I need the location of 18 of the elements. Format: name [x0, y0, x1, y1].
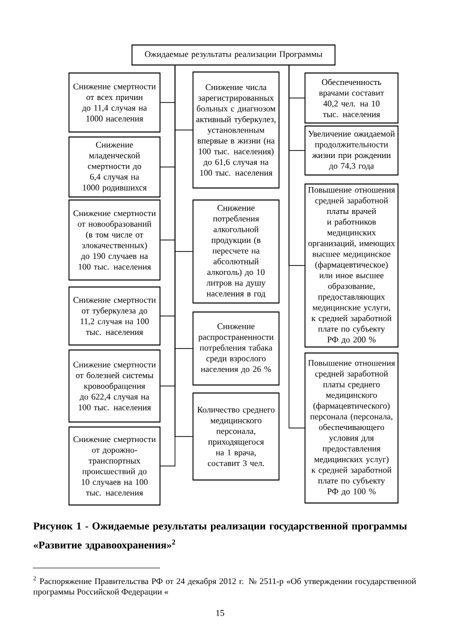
result-box: Снижение смертности от болезней системы кровообращения до 622,4 случая на 100 тыс. населения	[68, 350, 160, 422]
result-box: Снижение распространенности потребления табака среди взрослого населения до 26 %	[192, 312, 280, 386]
result-box: Снижение смертности от туберкулеза до 11,2 случая на 100 тыс. населения	[68, 286, 160, 346]
result-box: Повышение отношения средней заработной платы врачей и работников медицинских организаций, имеющих высшее медицинское (фармацевтическое) или иное высшее образование, предоставляющих медицинские услуги, к средней заработной плате по субъекту РФ до 200 %	[304, 184, 398, 348]
result-box: Снижение смертности от новообразований (в том числе от злокачественных) до 190 случаев на 100 тыс. населения	[68, 200, 160, 280]
result-box: Количество среднего медицинского персонала, приходящегося на 1 врача, составит 3 чел.	[192, 392, 280, 480]
page-number: 15	[216, 610, 224, 616]
result-box: Снижение числа зарегистрированных больных с диагнозом активный туберкулез, установленным впервые в жизни (на 100 тыс. населения) до 61,6 случая на 100 тыс. населения	[192, 72, 280, 188]
title-box: Ожидаемые результаты реализации Программы	[132, 44, 336, 66]
result-box: Обеспеченность врачами составит 40,2 чел. на 10 тыс. населения	[304, 72, 398, 124]
result-box: Увеличение ожидаемой продолжительности жизни при рождении до 74,3 года	[304, 126, 398, 176]
result-box: Повышение отношения средней заработной платы среднего медицинского (фармацевтического) персонала (персонала, обеспечивающего условия для предоставления медицинских услуг) к средней заработной плате по субъекту РФ до 100 %	[304, 352, 398, 504]
result-box: Снижение потребления алкогольной продукции (в пересчете на абсолютный алкоголь) до 10 литров на душу населения в год	[192, 200, 280, 304]
result-box: Снижение смертности от всех причин до 11,4 случая на 1000 населения	[68, 72, 160, 132]
figure-caption: Рисунок 1 - Ожидаемые результаты реализации государственной программы «Развитие здравоохранения»$^{2}$	[33, 522, 407, 551]
footnote: $^{2}$ Распоряжение Правительства РФ от 24 декабря 2012 г. № 2511-р «Об утверждении государственной программы Российской Федерации «	[33, 576, 416, 596]
result-box: Снижение младенческой смертности до 6,4 случая на 1000 родившихся	[68, 136, 160, 198]
result-box: Снижение смертности от дорожно-транспортных происшествий до 10 случаев на 100 тыс. населения	[68, 426, 160, 506]
